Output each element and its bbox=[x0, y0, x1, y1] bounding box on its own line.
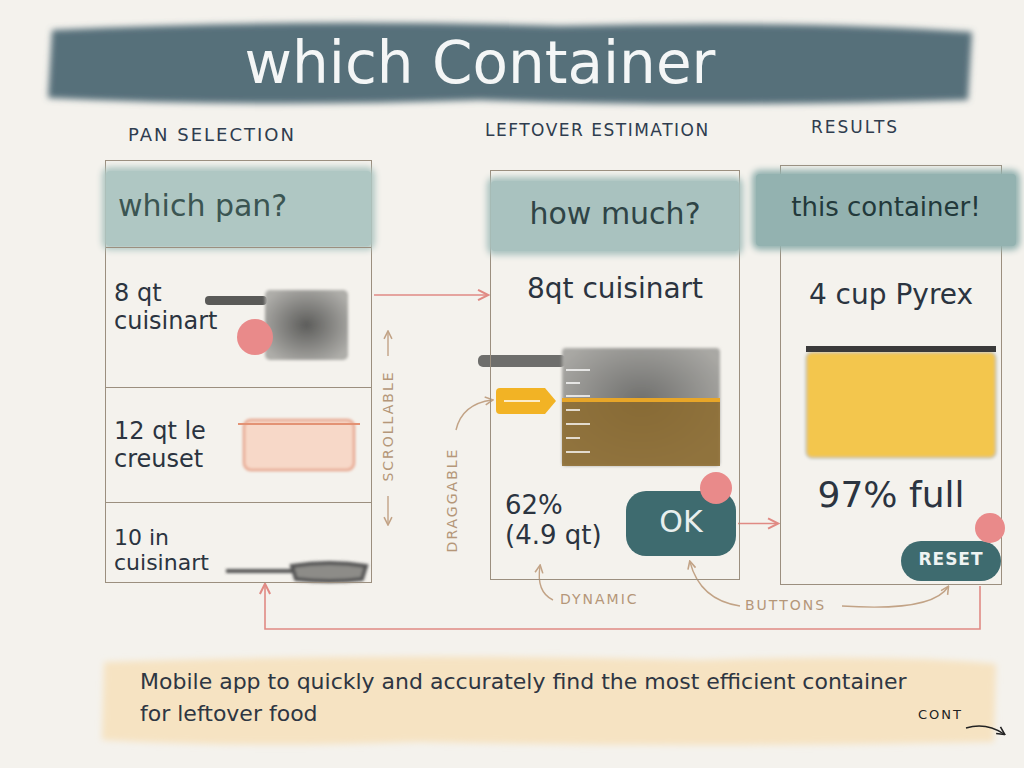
fill-readout: 62% (4.9 qt) bbox=[505, 491, 609, 551]
caption-text: Mobile app to quickly and accurately fin… bbox=[140, 666, 940, 730]
phone-screen: PAN SELECTIONwhich pan?8 qt cuisinart12 … bbox=[105, 160, 372, 583]
annotation: BUTTONS bbox=[745, 597, 826, 613]
screen-heading: LEFTOVER ESTIMATION bbox=[485, 121, 710, 141]
list-item: 8 qt cuisinart bbox=[106, 247, 371, 387]
scale-ticks bbox=[566, 370, 590, 452]
screen-title: how much? bbox=[529, 197, 700, 232]
touch-dot bbox=[700, 472, 732, 504]
header-band: how much? bbox=[491, 181, 739, 251]
continue-arrow bbox=[966, 726, 1004, 734]
buttons-leader bbox=[690, 562, 740, 606]
phone-screen: LEFTOVER ESTIMATION8qt cuisinart62% (4.9… bbox=[490, 170, 740, 580]
button-label: OK bbox=[659, 505, 702, 540]
caption-band bbox=[102, 656, 996, 745]
pan-name: 8qt cuisinart bbox=[527, 273, 703, 305]
diagram-title: which Container bbox=[245, 30, 716, 97]
screen-title: which pan? bbox=[118, 189, 287, 224]
level-line bbox=[562, 398, 720, 402]
screen-heading: PAN SELECTION bbox=[128, 125, 296, 146]
flow-line bbox=[374, 294, 487, 296]
dutch-oven bbox=[244, 420, 354, 470]
pot-body bbox=[562, 348, 720, 466]
stockpot bbox=[265, 290, 348, 360]
continue-note: CONT bbox=[918, 708, 963, 723]
fill-result: 97% full bbox=[818, 474, 965, 515]
skillet bbox=[226, 563, 366, 581]
flow-arrow bbox=[374, 295, 487, 296]
pan-name: 8 qt cuisinart bbox=[114, 280, 239, 335]
header-band: which pan? bbox=[106, 171, 371, 246]
pan-name: 12 qt le creuset bbox=[114, 418, 239, 473]
annotation: DRAGGABLE bbox=[444, 448, 460, 553]
drag-leader bbox=[456, 400, 492, 430]
drag-handle-mark bbox=[504, 400, 540, 402]
flow-line bbox=[738, 523, 777, 525]
flow-arrow bbox=[265, 585, 980, 629]
annotation: SCROLLABLE bbox=[380, 370, 396, 481]
list-item: 12 qt le creuset bbox=[106, 387, 371, 502]
pyrex-rim bbox=[806, 346, 996, 352]
pan-handle bbox=[205, 296, 267, 305]
screen-title: this container! bbox=[791, 193, 980, 223]
header-band: this container! bbox=[756, 174, 1016, 246]
reset-button: RESET bbox=[901, 541, 1001, 581]
flow-arrow bbox=[738, 523, 777, 524]
pot-handle bbox=[478, 355, 566, 367]
touch-dot bbox=[975, 513, 1005, 543]
pyrex-container bbox=[806, 352, 996, 458]
screen-heading: RESULTS bbox=[811, 118, 899, 138]
pan-name: 10 in cuisinart bbox=[114, 525, 239, 576]
ok-button: OK bbox=[626, 491, 736, 556]
scroll-arrow bbox=[387, 332, 388, 356]
drag-handle bbox=[496, 388, 556, 414]
touch-dot bbox=[237, 319, 273, 355]
button-label: RESET bbox=[918, 550, 983, 570]
flow-line bbox=[265, 585, 980, 629]
container-name: 4 cup Pyrex bbox=[809, 279, 973, 311]
dynamic-leader bbox=[539, 566, 553, 600]
leftover-fill bbox=[562, 400, 720, 466]
scroll-arrow bbox=[387, 496, 388, 524]
list-item: 10 in cuisinart bbox=[106, 502, 371, 582]
buttons-leader bbox=[842, 587, 948, 607]
title-banner bbox=[48, 23, 972, 104]
phone-screen: RESULTS4 cup Pyrex97% fullthis container… bbox=[780, 165, 1002, 585]
annotation: DYNAMIC bbox=[560, 591, 639, 607]
dutch-oven-rim bbox=[238, 423, 360, 425]
